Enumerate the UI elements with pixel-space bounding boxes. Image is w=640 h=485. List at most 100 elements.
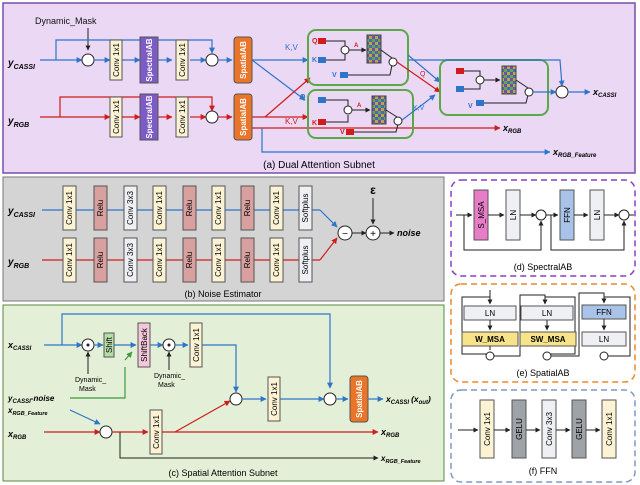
- attention-block-3: V: [439, 59, 549, 116]
- epsilon-label: ε: [370, 183, 376, 197]
- smsa-block: S_MSA: [477, 201, 486, 229]
- output-x-rgb-c: xRGB: [380, 427, 400, 439]
- ln-block-e1: LN: [485, 309, 495, 318]
- noise-estimator-rgb-branch: Conv 1x1 Relu Conv 3x3 Conv 1x1 Relu Con…: [62, 237, 313, 283]
- caption-e: (e) SpatialAB: [516, 368, 569, 378]
- svg-text:Relu: Relu: [243, 252, 252, 268]
- panel-spatial-attention-subnet: xCASSI Shift ShiftBack Conv 1x1 Dynamic_…: [2, 304, 445, 482]
- add-node-e2: [542, 351, 552, 361]
- panel-noise-estimator: yCASSI yRGB Conv 1x1 Relu Conv 3x3 Conv …: [2, 176, 445, 302]
- add-node-e1: [485, 351, 495, 361]
- conv-f2: Conv 1x1: [605, 412, 614, 446]
- caption-f: (f) FFN: [529, 466, 558, 476]
- svg-text:V: V: [340, 129, 345, 136]
- svg-text:Conv 1x1: Conv 1x1: [214, 243, 223, 277]
- input-x-cassi-c: xCASSI: [7, 340, 32, 352]
- output-x-rgb-a: xRGB: [502, 123, 522, 135]
- input-x-rgb-c: xRGB: [7, 429, 27, 441]
- output-x-rgb-feature-c: xRGB_Feature: [380, 454, 421, 465]
- panel-spectral-ab: S_MSA LN FFN LN (d) SpectralAB: [450, 179, 636, 277]
- svg-text:A: A: [354, 43, 359, 49]
- svg-text:K: K: [312, 57, 317, 64]
- svg-text:V: V: [332, 72, 337, 79]
- conv-a4: Conv 1x1: [178, 100, 187, 134]
- svg-text:Softplus: Softplus: [301, 246, 310, 275]
- spatial-ab-c: SpatialAB: [355, 380, 364, 418]
- noise-output-label: noise: [397, 228, 421, 238]
- add-node-e3: [599, 351, 609, 361]
- dynamic-mask-label: Dynamic_Mask: [35, 16, 97, 26]
- add-node-a3: [555, 85, 569, 99]
- add-node-c2: [229, 392, 243, 406]
- ffn-block-d: FFN: [563, 207, 572, 223]
- svg-text:Relu: Relu: [185, 200, 194, 216]
- caption-a: (a) Dual Attention Subnet: [263, 160, 375, 171]
- add-node-a2: [205, 110, 219, 124]
- input-y-cassi-b: yCASSI: [7, 206, 36, 219]
- spatial-ab-a1: SpatialAB: [239, 41, 248, 79]
- svg-text:Conv 1x1: Conv 1x1: [65, 243, 74, 277]
- svg-text:Relu: Relu: [96, 252, 105, 268]
- panel-spatial-ab: LN W_MSA LN SW_MSA FFN LN (e) SpatialAB: [450, 283, 636, 383]
- attention-block-2: Q K V A: [300, 89, 414, 139]
- svg-text:K: K: [312, 120, 317, 127]
- conv-a2: Conv 1x1: [178, 43, 187, 77]
- spectral-ab-a2: SpectralAB: [145, 95, 154, 138]
- mult-node-a1: [81, 53, 95, 67]
- svg-text:A: A: [357, 103, 362, 109]
- swmsa-block: SW_MSA: [530, 335, 565, 344]
- svg-text:Conv 1x1: Conv 1x1: [65, 191, 74, 225]
- conv-a3: Conv 1x1: [112, 100, 121, 134]
- kv-label-2: K,V: [285, 117, 299, 126]
- q-label-3: Q: [420, 71, 426, 78]
- svg-text:−: −: [342, 229, 348, 240]
- svg-text:Conv 1x1: Conv 1x1: [214, 191, 223, 225]
- conv-c1: Conv 1x1: [192, 328, 201, 362]
- output-x-rgb-feature-a: xRGB_Feature: [552, 147, 597, 159]
- ln-block-d1: LN: [509, 210, 518, 220]
- noise-estimator-cassi-branch: Conv 1x1 Relu Conv 3x3 Conv 1x1 Relu Con…: [62, 185, 313, 231]
- ln-block-e2: LN: [542, 309, 552, 318]
- kv-label-1: K,V: [285, 43, 299, 52]
- conv-c2: Conv 1x1: [152, 415, 161, 449]
- dynamic-mask-c1-line2: Mask: [79, 386, 96, 393]
- conv-a1: Conv 1x1: [112, 43, 121, 77]
- svg-text:Conv 1x1: Conv 1x1: [272, 243, 281, 277]
- add-node-a1: [205, 53, 219, 67]
- kv-label-3: K,V: [413, 105, 425, 112]
- panel-dual-attention-subnet: Dynamic_Mask yCASSI yRGB Conv 1x1 Spectr…: [2, 2, 636, 174]
- svg-text:V: V: [468, 103, 473, 110]
- output-x-cassi-c: xCASSI(xout): [385, 394, 431, 406]
- svg-text:Relu: Relu: [185, 252, 194, 268]
- svg-text:Conv 1x1: Conv 1x1: [155, 191, 164, 225]
- svg-text:Q: Q: [312, 38, 318, 45]
- conv3-f: Conv 3x3: [545, 412, 554, 446]
- caption-b: (b) Noise Estimator: [184, 289, 261, 299]
- svg-text:Softplus: Softplus: [301, 194, 310, 223]
- svg-text:Conv 1x1: Conv 1x1: [155, 243, 164, 277]
- output-x-cassi-a: xCASSI: [592, 87, 617, 99]
- gelu-f2: GELU: [575, 418, 584, 440]
- svg-text:Conv 3x3: Conv 3x3: [126, 243, 135, 277]
- add-node-c3: [323, 392, 337, 406]
- spectral-ab-a1: SpectralAB: [145, 38, 154, 81]
- conv-c3: Conv 1x1: [270, 382, 279, 416]
- add-node-d1: [535, 209, 547, 221]
- spatial-ab-a2: SpatialAB: [239, 98, 248, 136]
- ln-block-e3: LN: [599, 335, 609, 344]
- shiftback-block: ShiftBack: [140, 327, 149, 362]
- attention-block-1: Q K V A: [307, 29, 409, 86]
- caption-d: (d) SpectralAB: [514, 262, 573, 272]
- gelu-f1: GELU: [515, 418, 524, 440]
- wmsa-block: W_MSA: [475, 335, 505, 344]
- shift-block: Shift: [105, 336, 114, 353]
- dynamic-mask-c2-line2: Mask: [158, 382, 175, 389]
- dynamic-mask-c2-line1: Dynamic_: [154, 373, 185, 380]
- input-x-rgb-feature-c: xRGB_Feature: [7, 406, 48, 417]
- svg-text:+: +: [370, 229, 376, 240]
- svg-text:Conv 3x3: Conv 3x3: [126, 191, 135, 225]
- conv-f1: Conv 1x1: [483, 412, 492, 446]
- ffn-block-e: FFN: [596, 308, 612, 317]
- svg-text:Conv 1x1: Conv 1x1: [272, 191, 281, 225]
